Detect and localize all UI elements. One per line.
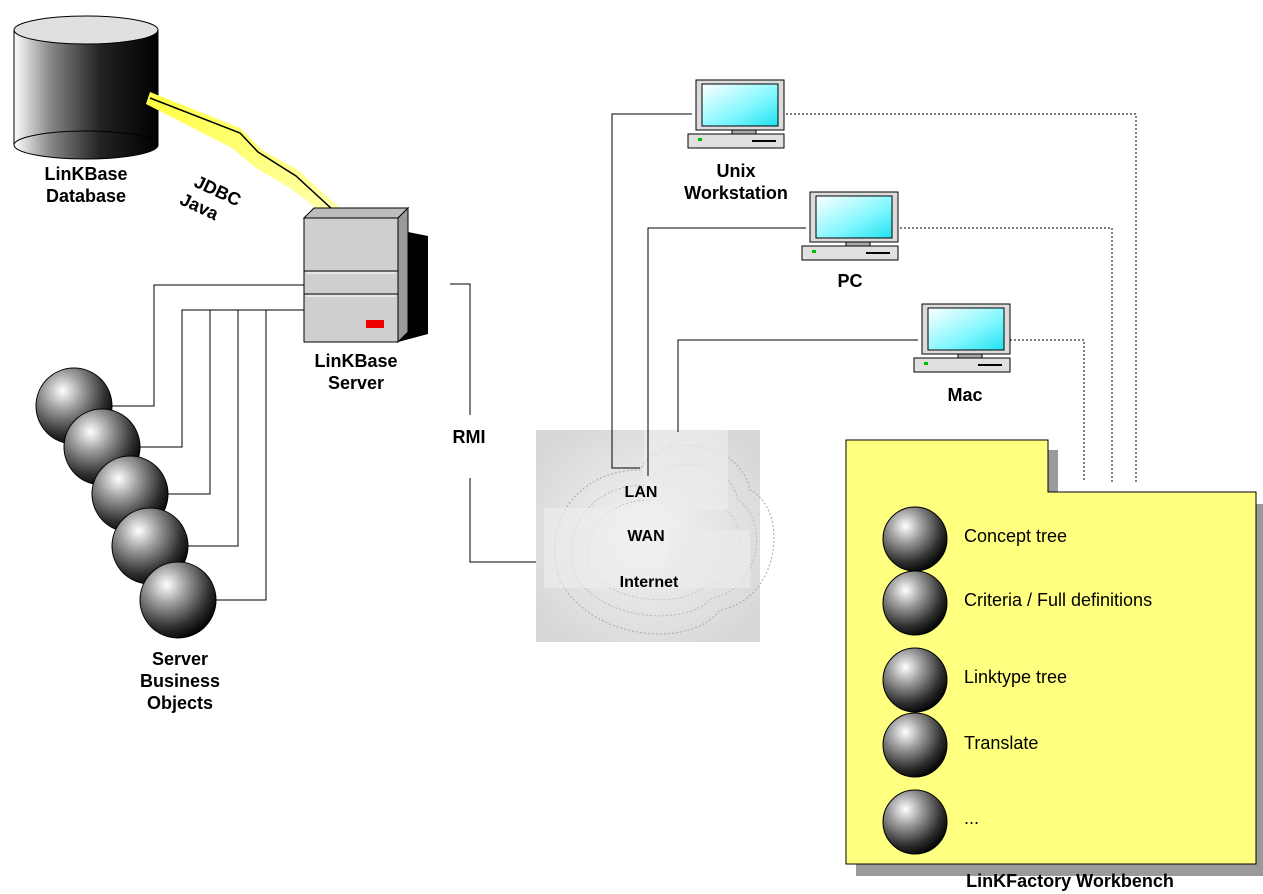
server-label: LinKBase Server [296,350,416,394]
rmi-connector [450,283,538,563]
lan-label: LAN [624,484,658,501]
database-label-line2: Database [45,186,127,206]
unix-workstation-label: Unix Workstation [666,160,806,204]
network-cloud-icon [536,430,775,642]
unix-label-line1: Unix [716,161,756,181]
pc-label: PC [837,271,863,291]
internet-label: Internet [619,574,679,591]
business-objects-line2: Business [139,671,221,691]
workbench-title: LinKFactory Workbench [966,871,1174,891]
pc-icon [801,191,899,261]
business-objects-line3: Objects [146,693,214,713]
business-objects-line1: Server [151,649,209,669]
workbench-connectors [782,113,1137,482]
workbench-item-label: Criteria / Full definitions [964,590,1153,610]
workbench-item-label: Linktype tree [964,667,1068,687]
server-icon [302,206,428,344]
database-label: LinKBase Database [20,163,152,207]
workbench-item-sphere-icon [882,506,948,855]
unix-workstation-icon [687,79,785,149]
database-cylinder-icon [13,15,159,160]
mac-icon [913,303,1011,373]
workbench-item-label: ... [964,808,980,828]
rmi-label: RMI [452,427,486,447]
client-connectors [611,113,918,476]
server-label-line2: Server [327,373,385,393]
mac-label: Mac [947,385,983,405]
workbench-folder-icon [845,439,1263,876]
unix-label-line2: Workstation [684,183,788,203]
database-label-line1: LinKBase [44,164,128,184]
jdbc-link-icon [146,92,362,238]
server-label-line1: LinKBase [314,351,398,371]
wan-label: WAN [627,528,665,545]
business-object-sphere-icon [35,367,217,639]
workbench-item-label: Translate [964,733,1039,753]
business-object-connectors [110,284,304,601]
business-objects-label: Server Business Objects [132,648,228,714]
workbench-item-label: Concept tree [964,526,1068,546]
